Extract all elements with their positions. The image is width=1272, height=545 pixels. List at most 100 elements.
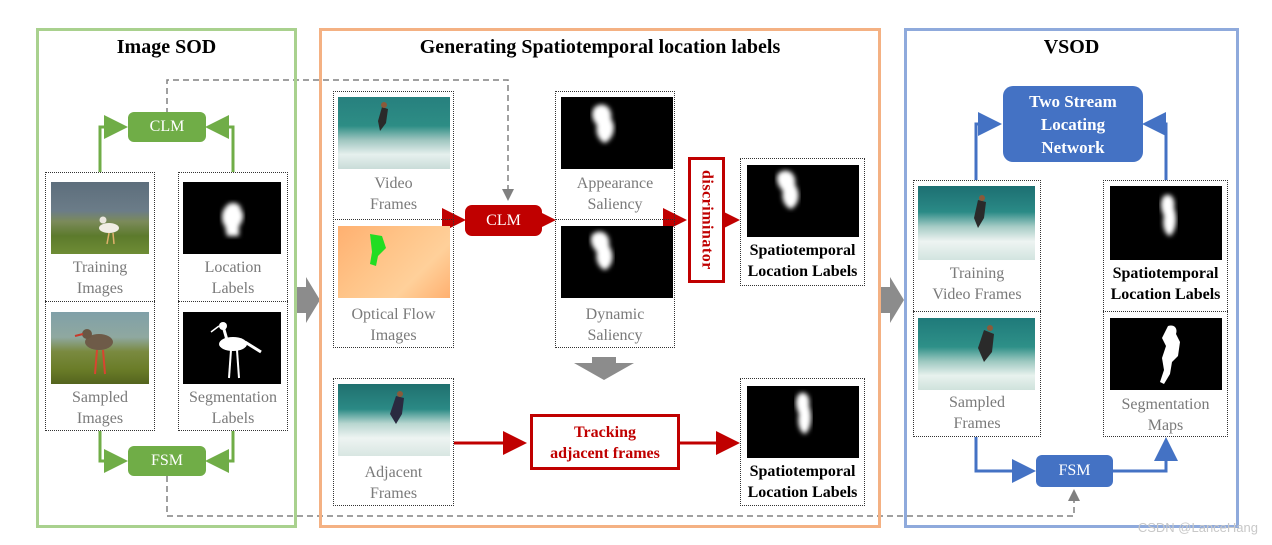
segmentation-maps-line1: Segmentation: [1121, 396, 1210, 413]
vsod-st-labels-label: Spatiotemporal Location Labels: [1103, 263, 1228, 305]
image-sod-right-divider: [178, 301, 288, 302]
st-labels-bottom-box: [740, 378, 865, 506]
training-image-bird: [51, 182, 149, 254]
discriminator-block: discriminator: [688, 157, 725, 283]
green-arrow-right-up: [205, 115, 235, 172]
video-frames-label: Video Frames: [333, 173, 454, 215]
sampled-frames-label: Sampled Frames: [913, 392, 1041, 434]
generating-title: Generating Spatiotemporal location label…: [419, 36, 781, 58]
training-video-frame: [918, 186, 1035, 260]
adjacent-frames-box: [333, 378, 454, 506]
location-labels-line2: Labels: [211, 280, 255, 297]
training-video-frames-line2: Video Frames: [932, 286, 1022, 303]
sampled-image-bird: [51, 312, 149, 384]
gray-block-arrow-down: [574, 357, 634, 380]
sampled-images-line2: Images: [76, 410, 124, 427]
optical-flow-image: [338, 226, 450, 298]
image-sod-panel: [36, 28, 297, 528]
st-labels-bottom-line2: Location Labels: [747, 484, 858, 501]
clm-block-generating: CLM: [465, 205, 542, 236]
blue-arrow-right-down: [1113, 437, 1178, 473]
segmentation-map: [1110, 318, 1222, 390]
tracking-line1: Tracking: [574, 424, 636, 441]
st-labels-top-line1: Spatiotemporal: [749, 242, 856, 259]
network-line2: Locating: [1040, 115, 1106, 134]
vsod-panel: [904, 28, 1239, 528]
dashed-clm-link: [166, 79, 514, 201]
green-arrow-left-down: [98, 431, 128, 473]
green-arrow-right-down: [205, 431, 235, 473]
st-labels-bottom-line1: Spatiotemporal: [749, 463, 856, 480]
dynamic-saliency-line1: Dynamic: [585, 306, 645, 323]
appearance-saliency-line2: Saliency: [587, 196, 643, 213]
clm-block-image-sod: CLM: [128, 112, 206, 142]
image-sod-title: Image SOD: [116, 36, 217, 58]
adjacent-frames-label: Adjacent Frames: [333, 462, 454, 504]
dynamic-saliency-label: Dynamic Saliency: [555, 304, 675, 346]
network-line3: Network: [1041, 138, 1105, 157]
st-labels-top-label: Spatiotemporal Location Labels: [740, 240, 865, 282]
st-labels-top-line2: Location Labels: [747, 263, 858, 280]
tracking-block: Tracking adjacent frames: [530, 414, 680, 470]
segmentation-label-mask: [183, 312, 281, 384]
training-images-line1: Training: [72, 259, 128, 276]
tracking-line2: adjacent frames: [550, 445, 660, 462]
st-labels-top-mask: [747, 165, 859, 237]
generating-panel: [319, 28, 881, 528]
st-labels-bottom-mask: [747, 386, 859, 458]
segmentation-maps-line2: Maps: [1147, 417, 1184, 434]
segmentation-maps-label: Segmentation Maps: [1103, 394, 1228, 436]
network-line1: Two Stream: [1029, 92, 1117, 111]
vsod-left-box: [913, 180, 1041, 437]
adjacent-frame-surfer: [338, 384, 450, 456]
appearance-saliency-mask: [561, 97, 673, 169]
adjacent-frames-line2: Frames: [369, 485, 418, 502]
blue-arrow-left-down: [974, 437, 1036, 483]
appearance-saliency-line1: Appearance: [576, 175, 654, 192]
sampled-images-label: Sampled Images: [45, 387, 155, 429]
image-sod-left-divider: [45, 301, 155, 302]
two-stream-network-block: Two Stream Locating Network: [1003, 86, 1143, 162]
appearance-saliency-label: Appearance Saliency: [555, 173, 675, 215]
optical-flow-line1: Optical Flow: [351, 306, 436, 323]
gray-block-arrow-1: [296, 277, 320, 323]
video-frames-line1: Video: [374, 175, 413, 192]
location-labels-label: Location Labels: [178, 257, 288, 299]
vsod-title: VSOD: [1043, 36, 1100, 58]
fsm-vsod-label: FSM: [1058, 462, 1091, 479]
dynamic-saliency-mask: [561, 226, 673, 298]
fsm-block-image-sod: FSM: [128, 446, 206, 476]
sampled-images-line1: Sampled: [72, 389, 128, 406]
vsod-right-box: [1103, 180, 1228, 437]
segmentation-labels-line1: Segmentation: [189, 389, 277, 406]
location-label-mask: [183, 182, 281, 254]
sampled-frames-line2: Frames: [953, 415, 1001, 432]
dynamic-saliency-line2: Saliency: [587, 327, 643, 344]
st-labels-top-box: [740, 158, 865, 286]
saliency-divider: [555, 219, 675, 220]
vsod-st-label-mask: [1110, 186, 1222, 260]
fsm-block-vsod: FSM: [1036, 455, 1113, 487]
training-images-line2: Images: [76, 280, 124, 297]
clm-label: CLM: [149, 118, 185, 135]
video-frame-surfer: [338, 97, 450, 169]
segmentation-labels-line2: Labels: [211, 410, 255, 427]
training-video-frames-label: Training Video Frames: [913, 263, 1041, 305]
vsod-st-labels-line1: Spatiotemporal: [1112, 265, 1219, 282]
sampled-frame: [918, 318, 1035, 390]
input-frames-divider: [333, 219, 454, 220]
green-arrow-left-up: [98, 115, 128, 172]
optical-flow-line2: Images: [370, 327, 417, 344]
adjacent-frames-line1: Adjacent: [364, 464, 423, 481]
dashed-fsm-link: [166, 476, 1080, 517]
clm-generating-label: CLM: [486, 211, 521, 229]
training-images-label: Training Images: [45, 257, 155, 299]
fsm-label: FSM: [150, 452, 184, 469]
training-video-frames-line1: Training: [949, 265, 1005, 282]
video-frames-line2: Frames: [369, 196, 418, 213]
location-labels-line1: Location: [204, 259, 262, 276]
st-labels-bottom-label: Spatiotemporal Location Labels: [740, 461, 865, 503]
watermark: CSDN @LanceHang: [1137, 520, 1258, 535]
optical-flow-label: Optical Flow Images: [333, 304, 454, 346]
